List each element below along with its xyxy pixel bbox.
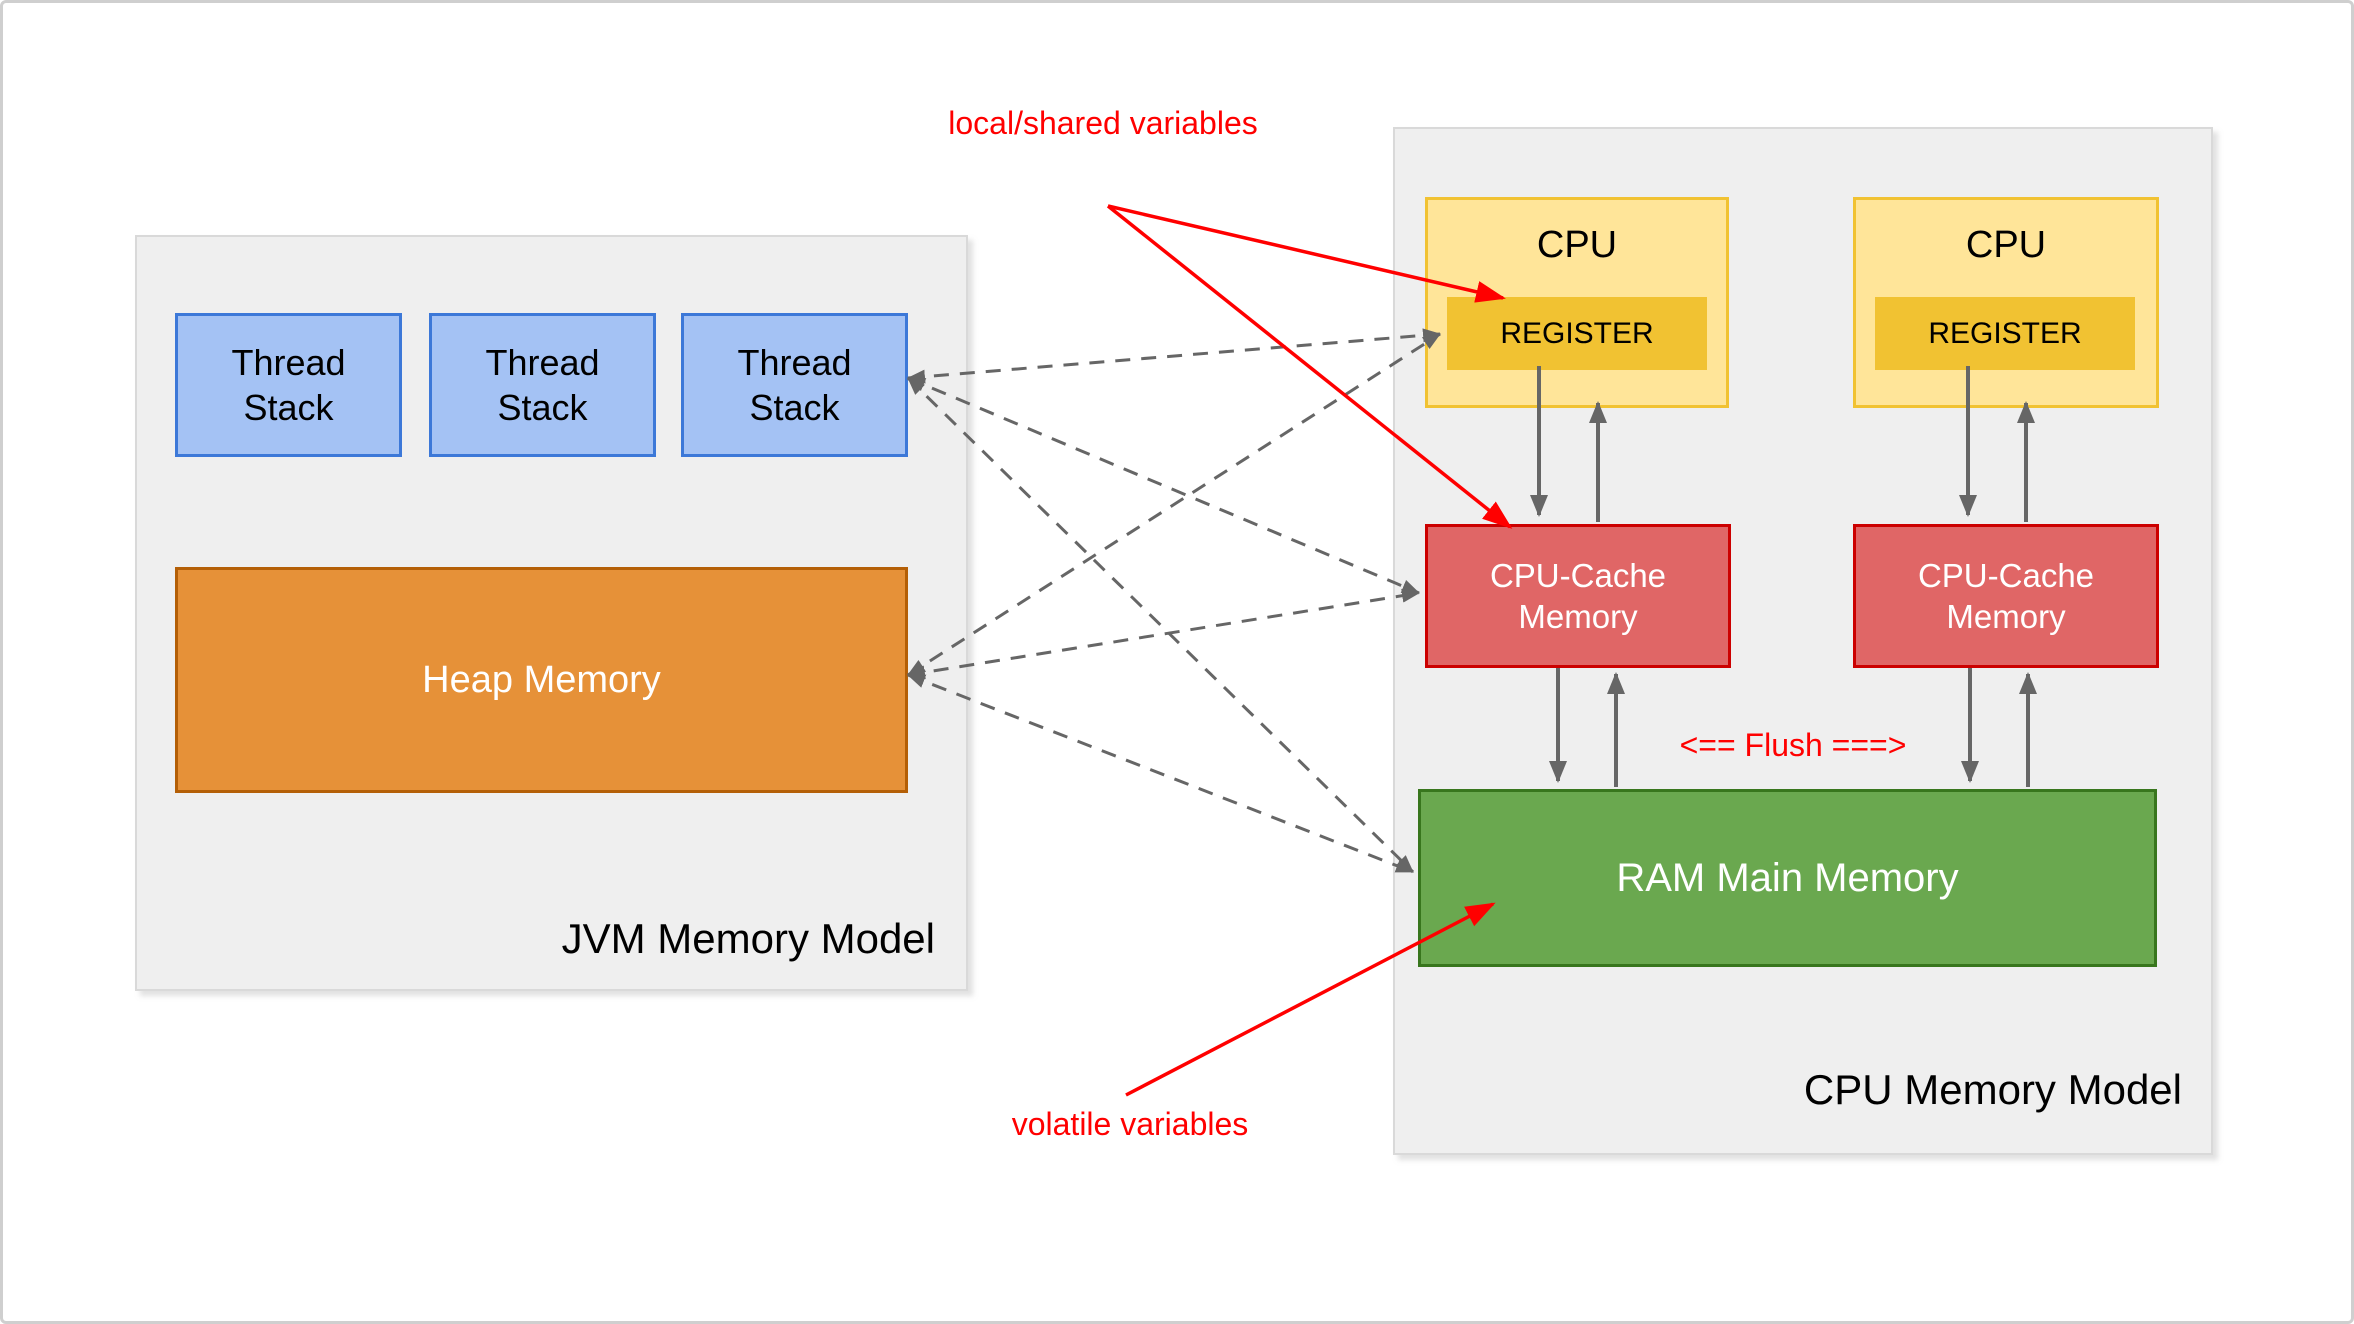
cpu-cache-box-1: CPU-Cache Memory	[1425, 524, 1731, 668]
dashed-arrow-stack-register	[907, 328, 1441, 384]
thread-stack-label: Thread Stack	[231, 342, 346, 428]
thread-stack-box-3: Thread Stack	[681, 313, 908, 457]
thread-stack-box-1: Thread Stack	[175, 313, 402, 457]
dashed-arrow-heap-cache	[907, 588, 1420, 680]
ram-main-memory-box: RAM Main Memory	[1418, 789, 2157, 967]
volatile-variables-annotation: volatile variables	[1011, 1106, 1249, 1142]
register-label: REGISTER	[1928, 316, 2082, 350]
cpu-panel-title: CPU Memory Model	[1803, 1066, 2182, 1113]
thread-stack-box-2: Thread Stack	[429, 313, 656, 457]
ram-label: RAM Main Memory	[1616, 855, 1959, 900]
jvm-memory-model-panel: Thread Stack Thread Stack Thread Stack H…	[135, 235, 968, 991]
dashed-arrow-stack-ram	[906, 376, 1415, 874]
cpu-cache-box-2: CPU-Cache Memory	[1853, 524, 2159, 668]
dashed-arrow-heap-register	[907, 332, 1441, 677]
cpu-memory-model-panel: CPU REGISTER CPU REGISTER CPU-Cache Memo…	[1393, 127, 2213, 1155]
local-shared-variables-annotation: local/shared variables	[948, 105, 1258, 141]
cpu-box-2: CPU REGISTER	[1853, 197, 2159, 408]
register-box-2: REGISTER	[1875, 297, 2135, 370]
cpu-label: CPU	[1536, 224, 1618, 266]
flush-annotation: <== Flush ===>	[1679, 727, 1907, 763]
thread-stack-label: Thread Stack	[737, 342, 852, 428]
register-label: REGISTER	[1500, 316, 1654, 350]
cpu-cache-label: CPU-Cache Memory	[1489, 557, 1667, 635]
heap-memory-label: Heap Memory	[422, 658, 661, 701]
register-box-1: REGISTER	[1447, 297, 1707, 370]
jvm-panel-title: JVM Memory Model	[561, 915, 935, 962]
cpu-label: CPU	[1965, 224, 2047, 266]
heap-memory-box: Heap Memory	[175, 567, 908, 793]
thread-stack-label: Thread Stack	[485, 342, 600, 428]
cpu-cache-label: CPU-Cache Memory	[1917, 557, 2095, 635]
dashed-arrow-stack-cache	[907, 376, 1420, 595]
cpu-box-1: CPU REGISTER	[1425, 197, 1729, 408]
dashed-arrow-heap-ram	[907, 673, 1414, 874]
